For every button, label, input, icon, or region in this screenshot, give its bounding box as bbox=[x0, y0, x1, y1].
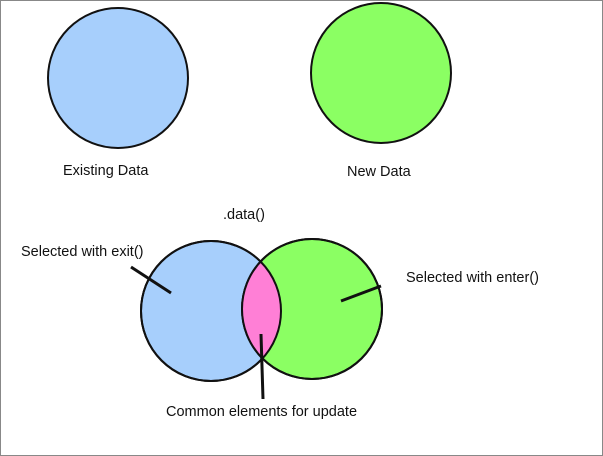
existing-data-label: Existing Data bbox=[63, 163, 149, 179]
exit-pointer-line bbox=[130, 265, 172, 295]
new-data-label: New Data bbox=[347, 164, 412, 180]
enter-label: Selected with enter() bbox=[406, 270, 539, 286]
exit-selection-outline bbox=[140, 240, 282, 382]
new-data-circle bbox=[310, 2, 452, 144]
update-pointer-line bbox=[259, 333, 265, 400]
existing-data-circle bbox=[47, 7, 189, 149]
data-method-label: .data() bbox=[223, 207, 265, 223]
update-label: Common elements for update bbox=[166, 404, 357, 420]
enter-selection-outline bbox=[241, 238, 383, 380]
enter-pointer-line bbox=[340, 284, 382, 303]
exit-label: Selected with exit() bbox=[21, 244, 144, 260]
